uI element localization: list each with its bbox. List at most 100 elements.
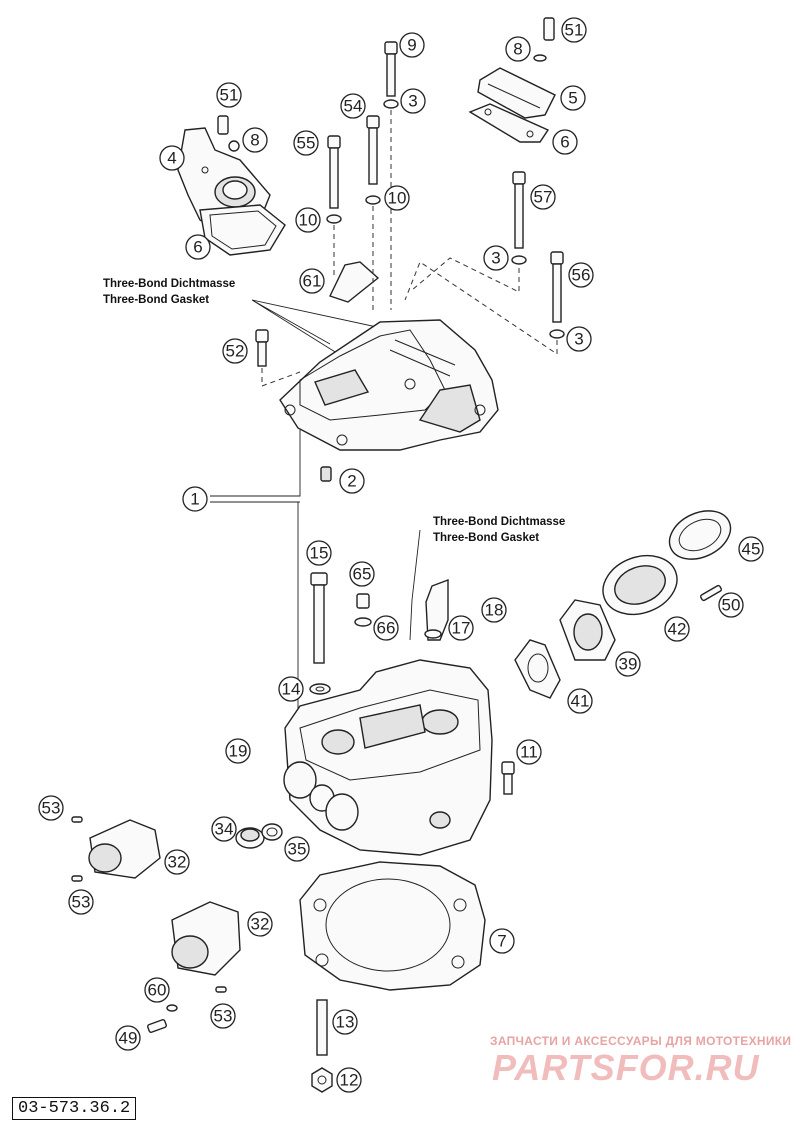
callout-13: 13 xyxy=(332,1009,358,1035)
svg-text:32: 32 xyxy=(251,915,270,934)
rubber-intake-part-42 xyxy=(602,554,678,616)
intake-flange-part-32-upper xyxy=(88,819,161,879)
callout-34: 34 xyxy=(211,816,237,842)
cap-part-34 xyxy=(235,827,265,849)
callout-15: 15 xyxy=(306,540,332,566)
bolt-part-55 xyxy=(326,135,342,224)
callout-35: 35 xyxy=(284,836,310,862)
svg-text:8: 8 xyxy=(250,131,259,150)
nut-part-12 xyxy=(311,1067,333,1093)
svg-text:41: 41 xyxy=(571,692,590,711)
callout-53-middle: 53 xyxy=(68,889,94,915)
bolt-part-50 xyxy=(700,584,722,602)
svg-text:5: 5 xyxy=(568,89,577,108)
stud-part-13 xyxy=(316,999,328,1056)
callout-18: 18 xyxy=(481,597,507,623)
bolt-part-9 xyxy=(383,41,399,109)
bolt-part-56 xyxy=(549,251,565,339)
svg-text:51: 51 xyxy=(565,21,584,40)
callout-6-top-left: 6 xyxy=(185,234,211,260)
callout-57: 57 xyxy=(530,184,556,210)
svg-text:54: 54 xyxy=(344,97,363,116)
gasket-part-6-right xyxy=(468,103,550,143)
svg-text:1: 1 xyxy=(190,490,199,509)
svg-text:32: 32 xyxy=(168,853,187,872)
svg-text:18: 18 xyxy=(485,601,504,620)
svg-text:61: 61 xyxy=(303,272,322,291)
callout-32-upper: 32 xyxy=(164,849,190,875)
svg-text:45: 45 xyxy=(742,540,761,559)
ring-part-35 xyxy=(261,823,283,841)
svg-text:6: 6 xyxy=(560,133,569,152)
callout-2: 2 xyxy=(339,468,365,494)
svg-text:15: 15 xyxy=(310,544,329,563)
callout-49: 49 xyxy=(115,1025,141,1051)
callout-3-lower: 3 xyxy=(566,326,592,352)
svg-text:52: 52 xyxy=(226,342,245,361)
bolt-part-57 xyxy=(511,171,527,265)
callout-12: 12 xyxy=(336,1067,362,1093)
svg-text:11: 11 xyxy=(520,743,538,762)
svg-text:4: 4 xyxy=(167,149,176,168)
svg-text:60: 60 xyxy=(148,981,167,1000)
diagram-reference-code: 03-573.36.2 xyxy=(12,1097,137,1120)
bolt-part-11 xyxy=(501,761,515,795)
callout-51-top-left: 51 xyxy=(216,82,242,108)
callout-19: 19 xyxy=(225,738,251,764)
valve-cover-part-1 xyxy=(279,319,499,451)
svg-text:49: 49 xyxy=(119,1029,138,1048)
watermark-tagline: ЗАПЧАСТИ И АКСЕССУАРЫ ДЛЯ МОТОТЕХНИКИ xyxy=(490,1034,792,1048)
cylinder-head-part-19 xyxy=(283,659,493,856)
svg-text:50: 50 xyxy=(722,596,741,615)
plug-part-65 xyxy=(354,593,372,627)
bolt-part-49-and-60 xyxy=(147,1004,178,1033)
svg-text:51: 51 xyxy=(220,86,239,105)
callout-8-top-right: 8 xyxy=(505,36,531,62)
callout-3-middle: 3 xyxy=(483,245,509,271)
callout-10-right: 10 xyxy=(384,185,410,211)
bolt-part-54 xyxy=(365,115,381,205)
callout-50: 50 xyxy=(718,592,744,618)
callout-66: 66 xyxy=(373,615,399,641)
callout-60: 60 xyxy=(144,977,170,1003)
callout-11: 11 xyxy=(516,739,542,765)
gasket-part-6-left xyxy=(199,204,286,256)
gasket-part-41 xyxy=(514,639,561,699)
callout-65: 65 xyxy=(349,561,375,587)
svg-text:7: 7 xyxy=(497,932,506,951)
callout-52: 52 xyxy=(222,338,248,364)
svg-text:57: 57 xyxy=(534,188,553,207)
svg-text:17: 17 xyxy=(452,619,471,638)
sealant-note-lower: Three-Bond Dichtmasse Three-Bond Gasket xyxy=(433,514,565,546)
svg-text:8: 8 xyxy=(513,40,522,59)
sealant-note-lower-line1: Three-Bond Dichtmasse xyxy=(433,516,566,528)
stud-part-15 xyxy=(310,572,328,664)
pipe-part-18 xyxy=(424,578,449,641)
callout-1: 1 xyxy=(182,486,208,512)
screw-part-53 xyxy=(71,816,227,993)
callout-8-top-left: 8 xyxy=(242,127,268,153)
watermark-logo: PARTSFOR.RU xyxy=(492,1047,760,1088)
plug-part-2 xyxy=(320,466,332,482)
callout-51-top-right: 51 xyxy=(561,17,587,43)
flange-part-39 xyxy=(559,599,616,661)
svg-text:55: 55 xyxy=(297,134,316,153)
callout-53-lower: 53 xyxy=(210,1003,236,1029)
sealant-note-upper-line1: Three-Bond Dichtmasse xyxy=(103,278,236,290)
callout-61: 61 xyxy=(299,268,325,294)
svg-text:9: 9 xyxy=(407,36,416,55)
callout-53-upper: 53 xyxy=(38,795,64,821)
svg-text:35: 35 xyxy=(288,840,307,859)
svg-text:42: 42 xyxy=(668,620,687,639)
callout-4: 4 xyxy=(159,145,185,171)
intake-flange-part-32-lower xyxy=(171,901,241,976)
callout-9: 9 xyxy=(399,32,425,58)
callout-41: 41 xyxy=(567,688,593,714)
bolt-part-52 xyxy=(255,329,269,367)
callout-42: 42 xyxy=(664,616,690,642)
svg-text:13: 13 xyxy=(336,1013,355,1032)
callout-32-lower: 32 xyxy=(247,911,273,937)
sealant-note-lower-line2: Three-Bond Gasket xyxy=(433,532,540,544)
callout-6-top-right: 6 xyxy=(552,129,578,155)
